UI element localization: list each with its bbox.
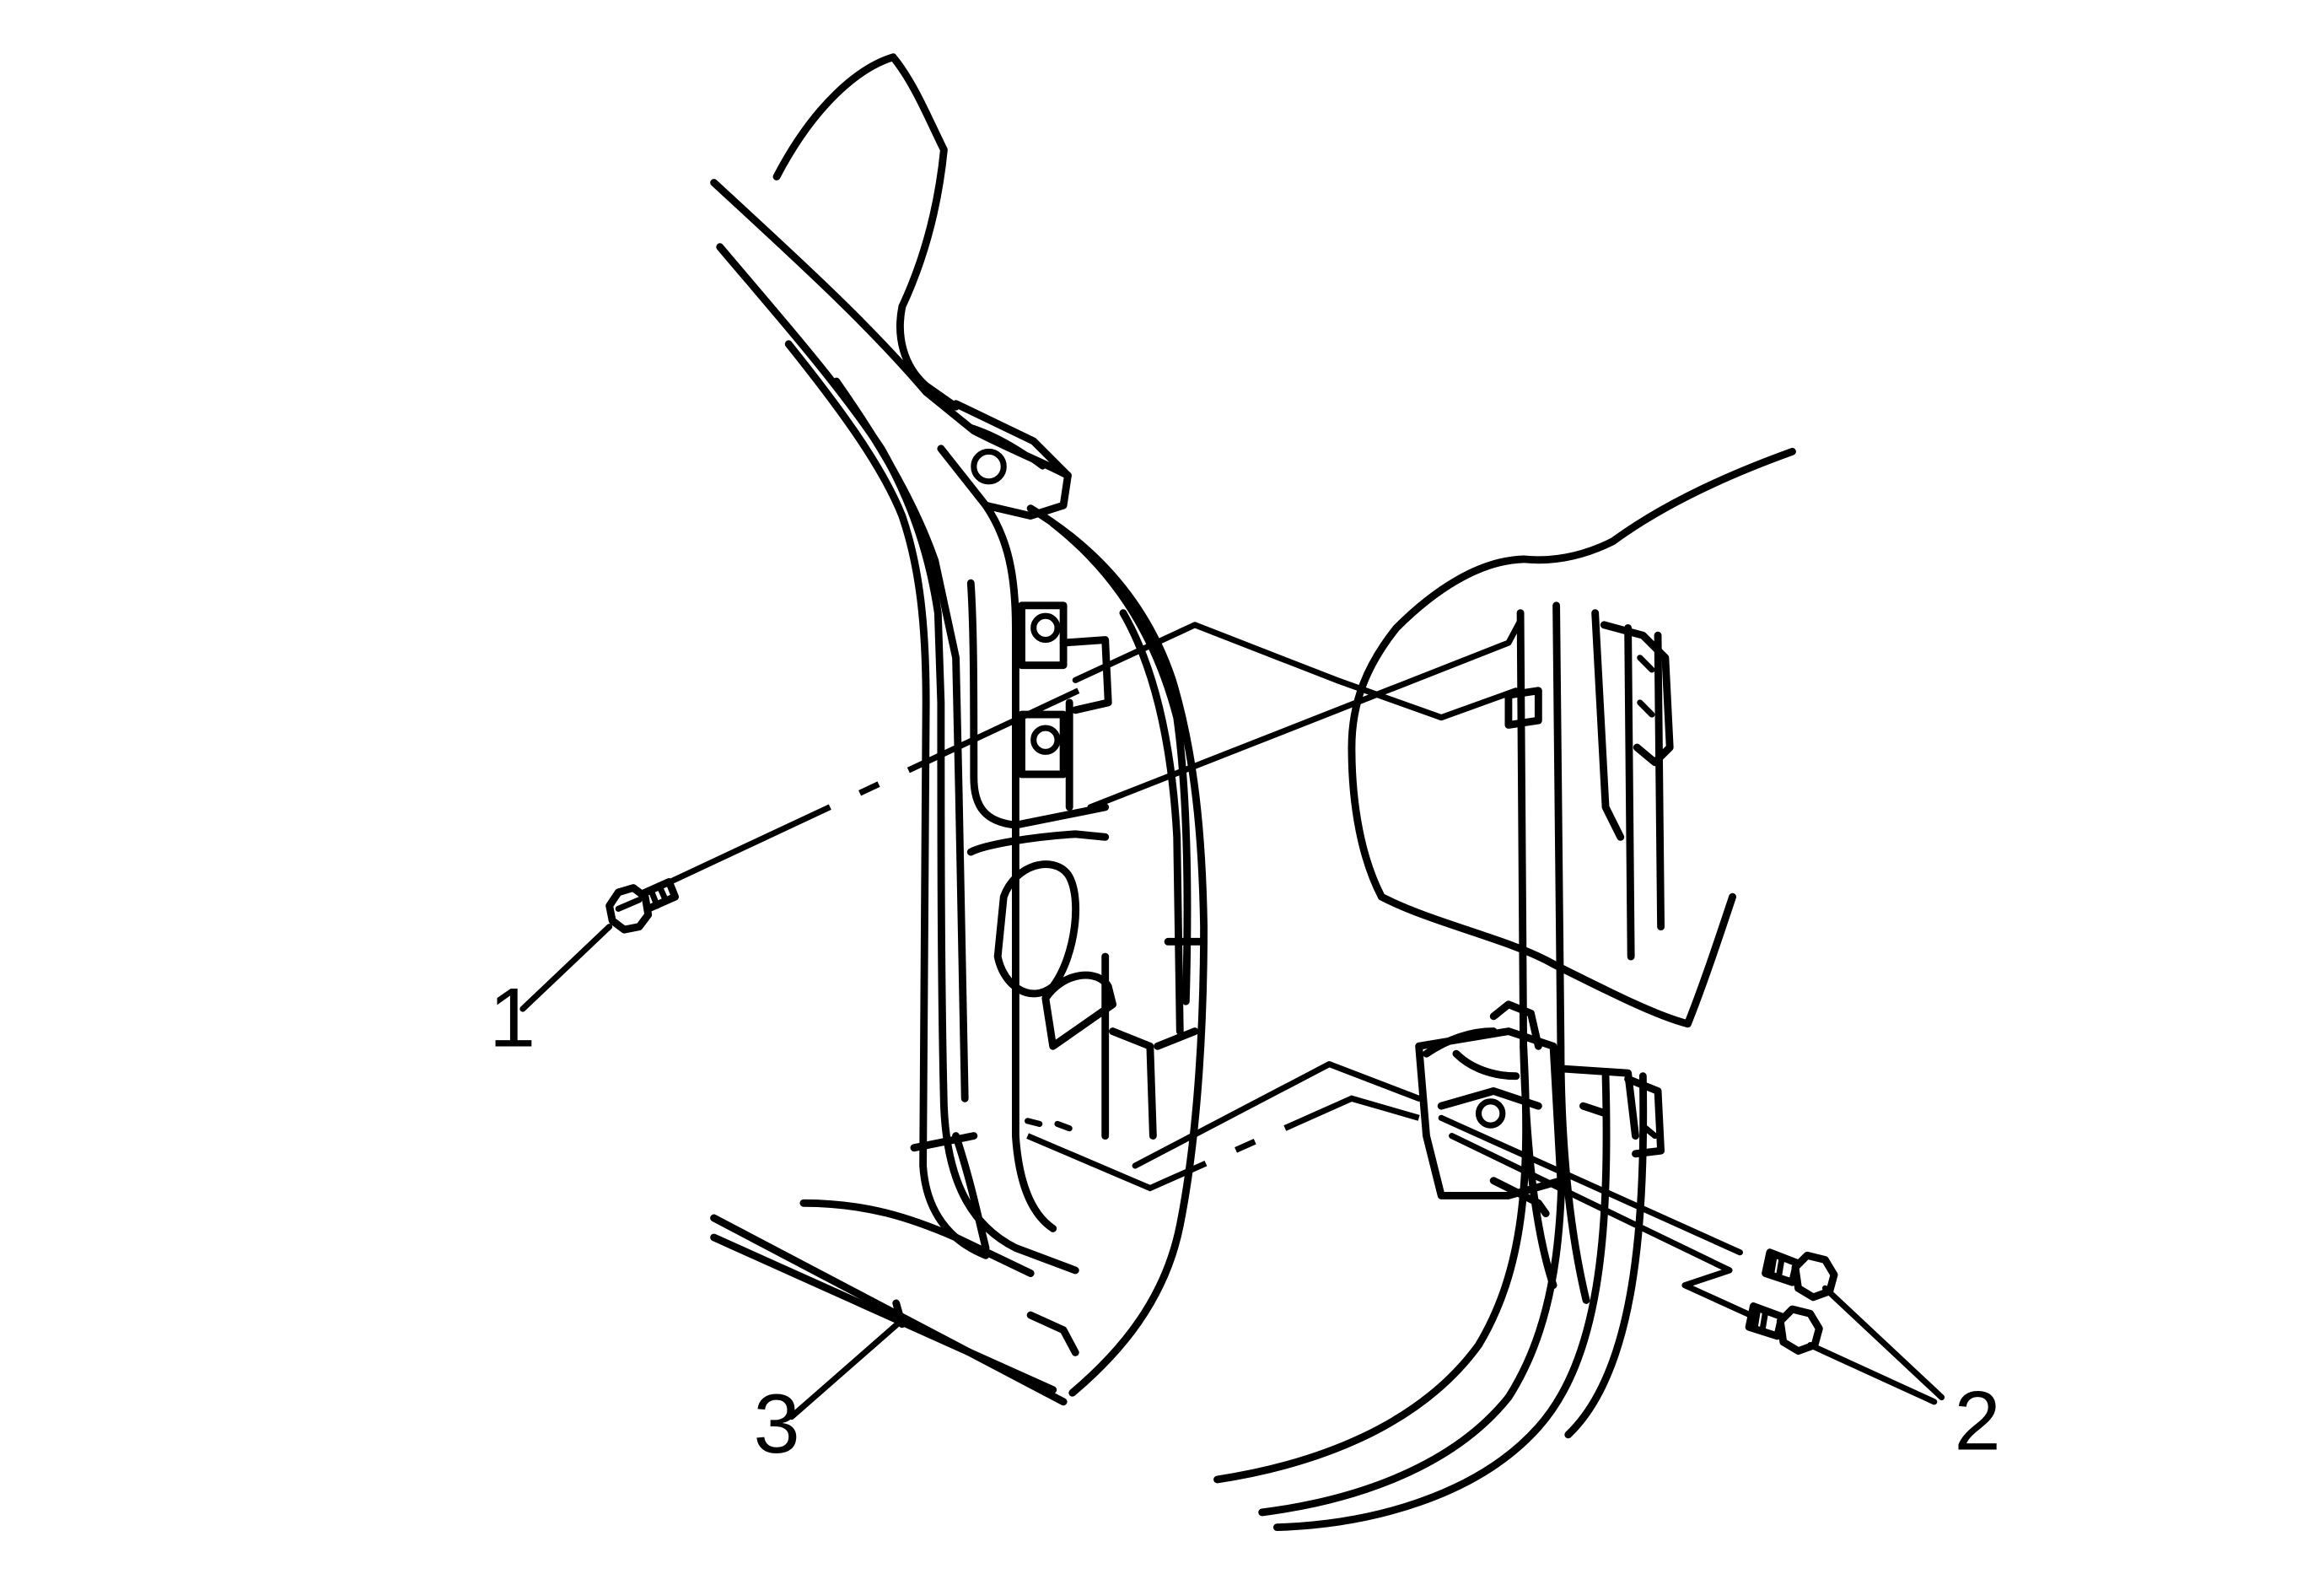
bolt-2a-icon [1762, 1248, 1838, 1302]
door-panel [1213, 447, 1796, 1532]
leader-lines [519, 924, 1945, 1420]
alignment-lines [653, 617, 1754, 1318]
body-pillar [710, 53, 1208, 1406]
callout-2-label: 2 [1955, 1375, 2001, 1469]
bolt-1-icon [605, 878, 680, 934]
callout-1-label: 1 [489, 971, 535, 1065]
callout-3-label: 3 [753, 1377, 799, 1471]
door-hinge [1415, 1000, 1665, 1218]
bolt-2b-icon [1745, 1302, 1823, 1356]
